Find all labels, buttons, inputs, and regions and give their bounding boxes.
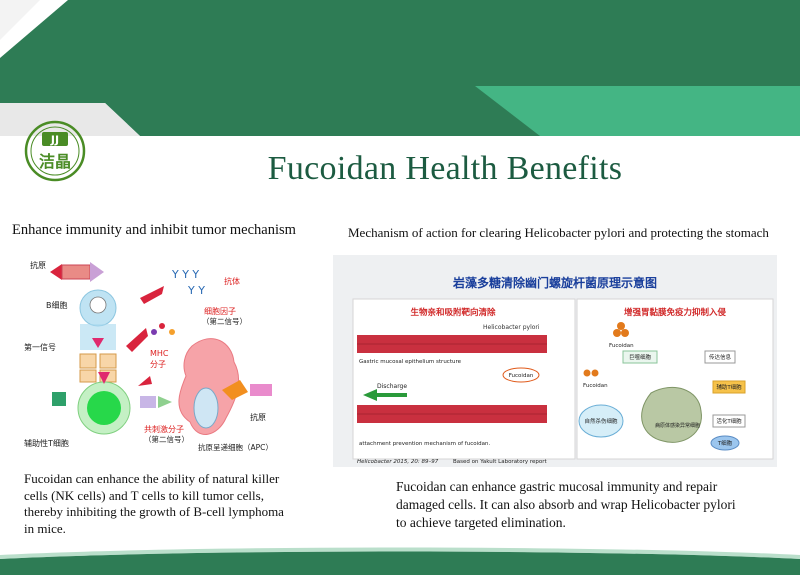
header-banner: [0, 0, 800, 136]
citation-label: Helicobacter 2015, 20: 89–97: [357, 459, 439, 465]
epithelium-label: Gastric mucosal epithelium structure: [359, 359, 462, 365]
right-description: Fucoidan can enhance gastric mucosal imm…: [396, 479, 736, 530]
helicobacter-diagram: 岩藻多糖清除幽门螺旋杆菌原理示意图 生物亲和吸附靶向清除 Helicobacte…: [333, 255, 777, 467]
label-costim: 共刺激分子: [144, 424, 184, 434]
fucoidan-mid-label: Fucoidan: [583, 383, 608, 389]
attachment-label: attachment prevention mechanism of fucoi…: [359, 441, 490, 447]
infected-cell-label: 病原体感染异常细胞: [655, 422, 700, 429]
page-title: Fucoidan Health Benefits: [267, 150, 623, 187]
fucoidan-label: Fucoidan: [509, 373, 534, 379]
label-mhc: MHC: [150, 349, 169, 358]
company-logo: JJ 洁晶: [24, 120, 86, 182]
svg-text:洁晶: 洁晶: [39, 152, 71, 171]
label-apc: 抗原呈递细胞（APC）: [198, 442, 273, 452]
based-on-label: Based on Yakult Laboratory report: [453, 459, 547, 465]
label-helper-t: 辅助性T细胞: [24, 438, 69, 448]
hp-label: Helicobacter pylori: [483, 324, 540, 331]
left-subtitle: Enhance immunity and inhibit tumor mecha…: [12, 222, 296, 238]
left-description: Fucoidan can enhance the ability of natu…: [24, 471, 284, 536]
helper-t-label: 辅助T细胞: [716, 383, 742, 391]
macrophage-label: 巨噬细胞: [629, 353, 652, 361]
svg-text:Y Y Y: Y Y Y: [171, 268, 199, 281]
discharge-label: Discharge: [377, 383, 407, 390]
label-antibody: 抗体: [224, 276, 240, 286]
right-subtitle: Mechanism of action for clearing Helicob…: [348, 225, 769, 240]
svg-text:Y Y: Y Y: [187, 284, 205, 297]
label-b-cell: B细胞: [46, 300, 68, 310]
label-antigen-2: 抗原: [250, 412, 266, 422]
antigen-arrow-left: [50, 264, 62, 280]
label-antigen: 抗原: [30, 260, 46, 270]
immunity-diagram: 抗原 B细胞 第一信号 辅助性T细胞 Y Y Y Y Y 抗体 细胞因子 （第二…: [24, 260, 273, 452]
label-second-signal-b: （第二信号）: [144, 434, 189, 444]
footer-band: [0, 547, 800, 575]
activate-label: 活化T细胞: [716, 417, 742, 425]
label-second-signal-a: （第二信号）: [202, 316, 247, 326]
label-molecule: 分子: [150, 360, 166, 369]
label-first-signal: 第一信号: [24, 342, 56, 352]
label-cytokine: 细胞因子: [204, 306, 236, 316]
svg-text:JJ: JJ: [50, 134, 59, 147]
panel-right-heading: 增强胃黏膜免疫力抑制入侵: [624, 307, 727, 318]
nk-cell-label: 自然杀伤细胞: [584, 417, 618, 425]
diagram-title: 岩藻多糖清除幽门螺旋杆菌原理示意图: [452, 275, 657, 290]
antigen-info-label: 传达信息: [709, 353, 732, 361]
fucoidan-top-label: Fucoidan: [609, 343, 634, 349]
panel-left-heading: 生物亲和吸附靶向清除: [410, 307, 496, 318]
t-cell-label: T细胞: [717, 439, 733, 447]
